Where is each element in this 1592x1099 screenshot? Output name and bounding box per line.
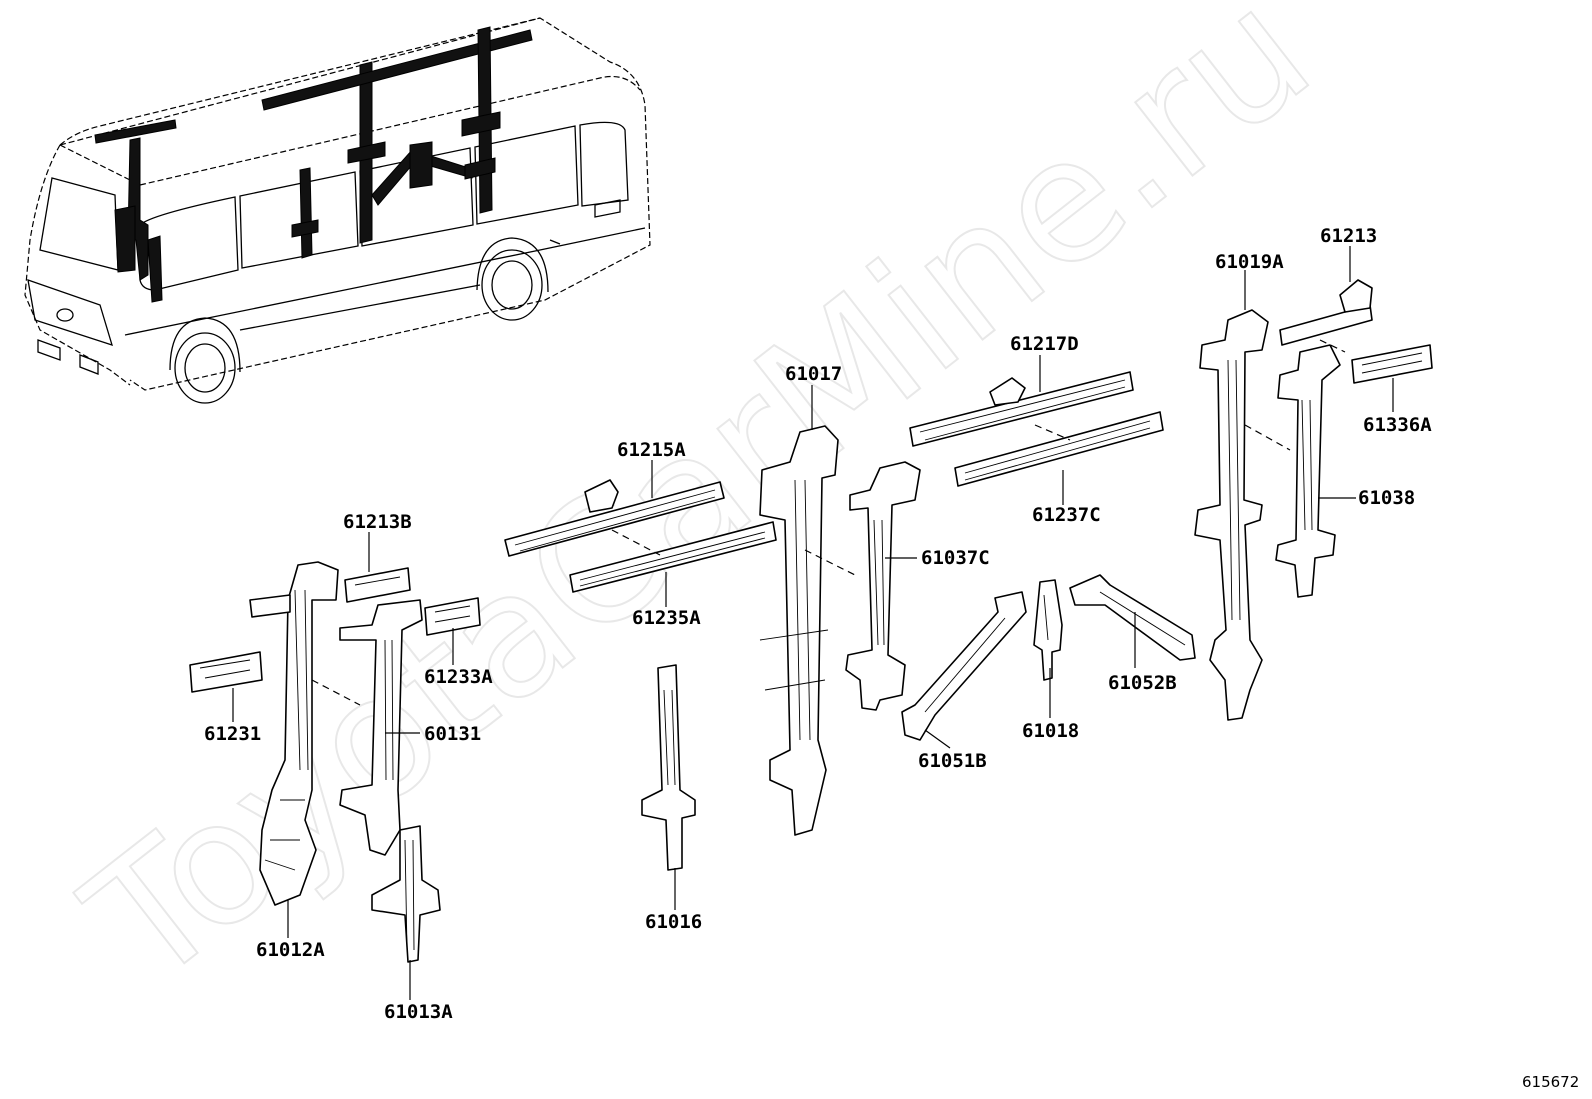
part-61017-shape <box>759 425 839 836</box>
part-61213-shape <box>1279 304 1373 346</box>
label-61051b[interactable]: 61051B <box>918 750 987 772</box>
part-61215a-shape <box>504 481 725 557</box>
part-61019a-shape <box>1194 309 1269 721</box>
part-61231-shape <box>189 651 263 693</box>
part-61052b-shape <box>1069 574 1196 661</box>
part-61336a-shape <box>1351 344 1433 384</box>
label-61016[interactable]: 61016 <box>645 911 702 933</box>
label-61217d[interactable]: 61217D <box>1010 333 1079 355</box>
part-61018-shape <box>1033 579 1063 681</box>
part-61237c-shape <box>954 411 1164 487</box>
label-61018[interactable]: 61018 <box>1022 720 1079 742</box>
part-61213b-shape <box>344 567 411 603</box>
label-60131[interactable]: 60131 <box>424 723 481 745</box>
part-60131-shape <box>339 599 423 856</box>
label-61012a[interactable]: 61012A <box>256 939 325 961</box>
label-61052b[interactable]: 61052B <box>1108 672 1177 694</box>
part-61233a-shape <box>424 597 481 636</box>
label-61037c[interactable]: 61037C <box>921 547 990 569</box>
label-61017[interactable]: 61017 <box>785 363 842 385</box>
label-61231[interactable]: 61231 <box>204 723 261 745</box>
label-61215a[interactable]: 61215A <box>617 439 686 461</box>
label-61233a[interactable]: 61233A <box>424 666 493 688</box>
part-61235a-shape <box>569 521 777 593</box>
parts-drawings <box>189 279 1433 963</box>
part-61217d-shape <box>909 371 1134 447</box>
part-61016-shape <box>641 664 696 871</box>
leader-lines <box>232 246 1394 1000</box>
van-illustration <box>24 17 651 404</box>
label-61336a[interactable]: 61336A <box>1363 414 1432 436</box>
label-61013a[interactable]: 61013A <box>384 1001 453 1023</box>
label-61237c[interactable]: 61237C <box>1032 504 1101 526</box>
label-61213[interactable]: 61213 <box>1320 225 1377 247</box>
label-61235a[interactable]: 61235A <box>632 607 701 629</box>
diagram-code: 615672 <box>1522 1073 1579 1091</box>
watermark: ToyotaCarMine.ru <box>53 0 1346 1023</box>
label-61019a[interactable]: 61019A <box>1215 251 1284 273</box>
part-labels: 61213 61019A 61217D 61017 61336A 61215A … <box>204 225 1432 1023</box>
part-61038-shape <box>1275 344 1341 598</box>
label-61038[interactable]: 61038 <box>1358 487 1415 509</box>
label-61213b[interactable]: 61213B <box>343 511 412 533</box>
